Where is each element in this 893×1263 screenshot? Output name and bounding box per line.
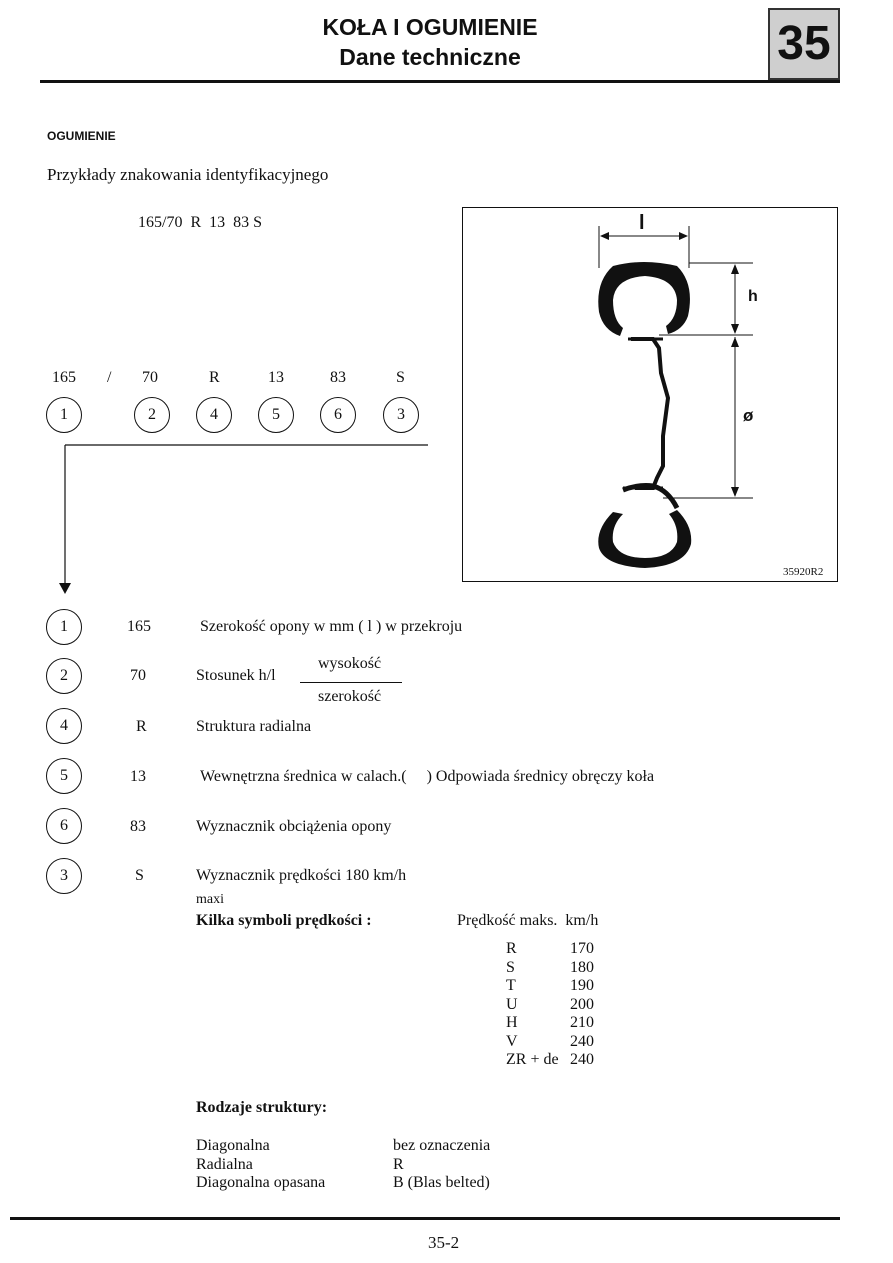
code-circle-4: 4 [196,397,232,433]
figure-id: 35920R2 [783,566,824,578]
example-code: 165/70 R 13 83 S [138,214,263,231]
code-part-83: 83 [330,369,346,386]
page-title: KOŁA I OGUMIENIE [322,14,538,40]
speed-symbol: T [506,977,516,994]
legend-desc-load: Wyznacznik obciążenia opony [196,818,392,835]
legend-desc-ratio: Stosunek h/l [196,667,276,684]
legend-value-s: S [135,867,144,884]
figure-label-height: h [748,288,758,305]
speed-symbol: S [506,958,515,976]
page-subtitle: Dane techniczne [339,44,521,70]
structure-mark: bez oznaczenia [393,1137,491,1154]
legend-desc-width: Szerokość opony w mm ( l ) w przekroju [200,618,463,635]
speed-value: 170 [570,940,594,957]
code-part-165: 165 [52,369,76,386]
maxi-note: maxi [196,892,224,907]
fraction-numerator: wysokość [318,655,382,672]
header-rule [40,80,840,83]
tire-cross-section-icon [598,226,753,568]
structure-mark-list: bez oznaczenia R B (Blas belted) [393,1137,490,1193]
speed-symbol: ZR + de [506,1051,559,1068]
speed-symbols-heading: Kilka symboli prędkości : [196,912,372,929]
speed-value: 180 [570,958,594,976]
speed-value: 240 [570,1051,594,1068]
legend-value-83: 83 [130,818,146,835]
code-circle-6: 6 [320,397,356,433]
legend-circle-3: 3 [46,858,82,894]
speed-value: 210 [570,1014,594,1031]
legend-desc-speed: Wyznacznik prędkości 180 km/h [196,867,407,884]
structure-name: Diagonalna opasana [196,1174,326,1191]
legend-circle-6: 6 [46,808,82,844]
code-circle-2: 2 [134,397,170,433]
fraction-denominator: szerokość [318,688,382,705]
legend-circle-1: 1 [46,609,82,645]
section-title: OGUMIENIE [47,129,116,143]
code-part-70: 70 [142,369,158,386]
structure-heading: Rodzaje struktury: [196,1099,328,1116]
tire-section-figure: l h ø 35920R2 [462,207,838,582]
speed-symbol-list: R S T U H V ZR + de [506,940,559,1070]
speed-symbol: R [506,940,517,957]
legend-value-r: R [136,718,147,735]
structure-name-list: Diagonalna Radialna Diagonalna opasana [196,1137,325,1193]
speed-value: 240 [570,1032,594,1050]
legend-circle-2: 2 [46,658,82,694]
legend-desc-radial: Struktura radialna [196,718,312,735]
legend-desc-diameter: Wewnętrzna średnica w calach.( ) Odpowia… [200,768,655,785]
legend-circle-4: 4 [46,708,82,744]
page-number: 35-2 [428,1233,460,1252]
code-circle-3: 3 [383,397,419,433]
fraction-bar [300,682,402,683]
code-part-s: S [396,369,405,386]
speed-value: 200 [570,995,594,1013]
speed-value-list: 170 180 190 200 210 240 240 [570,940,594,1070]
structure-mark: B (Blas belted) [393,1174,490,1191]
legend-value-13: 13 [130,768,146,785]
structure-name: Radialna [196,1155,253,1173]
speed-symbol: V [506,1032,518,1050]
code-part-13: 13 [268,369,284,386]
speed-column-heading: Prędkość maks. km/h [457,912,599,929]
code-circle-5: 5 [258,397,294,433]
legend-circle-5: 5 [46,758,82,794]
legend-value-70: 70 [130,667,146,684]
speed-symbol: H [506,1014,518,1031]
intro-text: Przykłady znakowania identyfikacyjnego [47,165,329,184]
code-part-r: R [209,369,220,386]
structure-mark: R [393,1155,404,1173]
legend-value-165: 165 [127,618,151,635]
speed-symbol: U [506,995,518,1013]
figure-label-diameter: ø [743,406,754,425]
code-circle-1: 1 [46,397,82,433]
connector-arrow [59,444,428,594]
figure-label-width: l [639,212,645,234]
structure-name: Diagonalna [196,1137,270,1154]
chapter-number-badge: 35 [768,8,840,80]
code-part-slash: / [107,369,112,386]
footer-rule [10,1217,840,1220]
speed-value: 190 [570,977,594,994]
